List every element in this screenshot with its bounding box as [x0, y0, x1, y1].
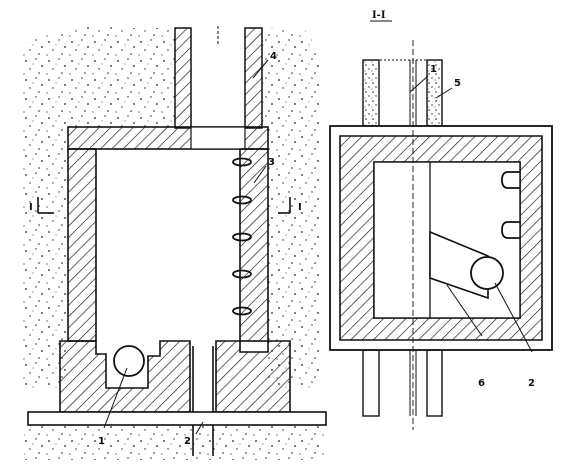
pipe-wall-bottom-left	[362, 349, 380, 417]
soil-bottom	[24, 425, 324, 460]
callout-c7: 1	[430, 64, 437, 75]
chamber-wall-left	[67, 148, 97, 342]
cover-opening	[190, 126, 246, 150]
leader-c7	[409, 75, 429, 93]
elevation-view: I I 4 3 1 2	[22, 26, 327, 460]
leader-5	[435, 87, 453, 99]
leader-3	[253, 165, 267, 184]
callout-3: 3	[268, 157, 275, 168]
callout-6: 6	[478, 378, 485, 389]
leader-2	[195, 421, 204, 435]
inlet-pipe	[113, 345, 145, 377]
soil-fill	[22, 26, 321, 389]
leader-c8	[494, 282, 533, 353]
callout-1: 1	[98, 436, 105, 447]
callout-4: 4	[270, 51, 277, 62]
pipe-wall-top-left	[362, 59, 380, 127]
callout-c8: 2	[528, 378, 535, 389]
plan-view: I-I 1 5 6	[329, 10, 553, 430]
section-mark-right	[278, 197, 291, 214]
section-mark-left-label: I	[29, 202, 33, 213]
leader-6	[446, 284, 483, 337]
foundation-slab	[27, 411, 327, 426]
step-irons	[232, 157, 252, 316]
plan-step-irons	[501, 171, 520, 239]
base-block-right	[215, 340, 291, 413]
leader-1	[103, 367, 128, 429]
chamber-wall-right	[239, 148, 269, 342]
callout-2: 2	[184, 436, 191, 447]
section-title: I-I	[372, 10, 386, 21]
section-mark-right-label: I	[298, 202, 302, 213]
callout-5: 5	[454, 78, 461, 89]
shaft-wall-left	[174, 27, 192, 129]
plan-pipe	[470, 256, 504, 290]
section-mark-left	[37, 197, 54, 214]
leader-4	[252, 59, 269, 79]
pipe-wall-bottom-right	[426, 349, 443, 417]
